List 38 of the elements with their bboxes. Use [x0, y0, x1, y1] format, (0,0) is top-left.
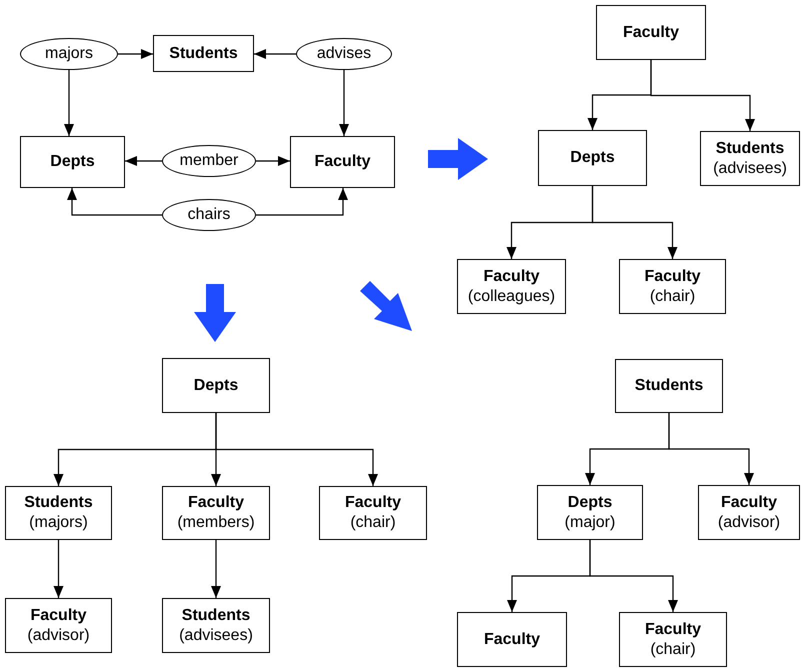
entity-box: Faculty (chair): [619, 259, 726, 314]
entity-box: Students (majors): [5, 486, 112, 540]
entity-box: Depts: [20, 136, 125, 188]
arrow: [254, 49, 296, 59]
arrow: [54, 540, 64, 598]
relationship-ellipse: chairs: [162, 199, 256, 231]
arrow: [650, 60, 755, 131]
arrow: [211, 540, 221, 598]
arrow: [256, 156, 290, 166]
entity-box: Faculty (members): [162, 486, 270, 540]
arrow: [215, 413, 378, 486]
entity-box: Faculty (advisor): [5, 598, 112, 653]
entity-box: Depts (major): [537, 485, 643, 540]
arrow: [64, 70, 74, 136]
entity-box: Faculty: [596, 5, 706, 60]
entity-box: Faculty: [457, 612, 567, 667]
entity-box: Faculty (chair): [319, 486, 427, 540]
entity-box: Students (advisees): [700, 131, 800, 186]
entity-box: Faculty (advisor): [698, 485, 800, 540]
relationship-ellipse: majors: [20, 38, 118, 70]
entity-box: Students (advisees): [162, 598, 270, 653]
arrow: [118, 49, 153, 59]
entity-box: Depts: [538, 130, 647, 186]
entity-box: Faculty (chair): [619, 612, 727, 667]
arrow: [125, 156, 162, 166]
entity-box: Students: [615, 359, 723, 413]
entity-box: Depts: [162, 358, 270, 413]
arrow: [67, 188, 162, 216]
relationship-ellipse: member: [162, 145, 256, 177]
relationship-ellipse: advises: [296, 38, 392, 70]
arrow: [592, 186, 678, 259]
entity-box: Faculty (colleagues): [457, 259, 566, 314]
entity-box: Students: [153, 35, 254, 72]
arrow: [256, 188, 348, 216]
entity-box: Faculty: [290, 136, 395, 188]
arrow: [668, 413, 754, 485]
arrow: [339, 70, 349, 136]
arrow: [589, 540, 678, 612]
